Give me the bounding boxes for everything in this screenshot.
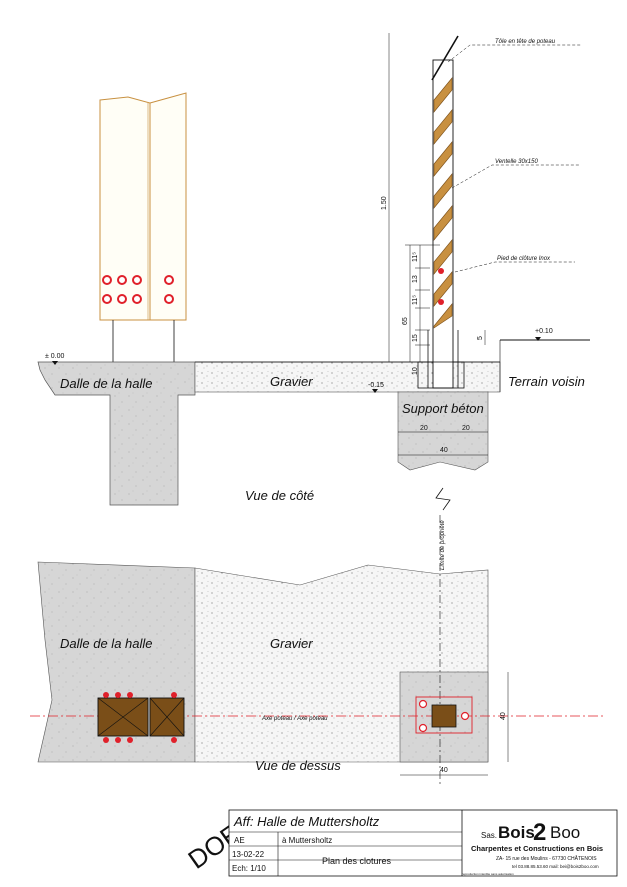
post-bolts <box>102 275 174 304</box>
axis-label: Axe poteau / Axe poteau <box>261 716 328 722</box>
plan-slab-label: Dalle de la halle <box>60 636 153 651</box>
company-fine-print: reproduction interdite sans autorisation <box>462 872 514 876</box>
support-label: Support béton <box>402 401 484 416</box>
dim-11a: 11⁵ <box>412 252 419 262</box>
company-name-a: Bois <box>498 823 535 842</box>
company-name-b: 2 <box>533 819 546 846</box>
dim-5: 5 <box>477 336 484 340</box>
note-cap: Tôle en tête de poteau <box>495 39 556 45</box>
neighbor-label: Terrain voisin <box>508 374 585 389</box>
company-name-c: Boo <box>550 823 580 842</box>
project-name: Aff: Halle de Muttersholtz <box>233 814 380 829</box>
concrete-support <box>397 391 489 471</box>
drawing-title: Plan des clotures <box>322 856 392 866</box>
level-m015: -0.15 <box>368 382 384 389</box>
side-gravel-label: Gravier <box>270 374 313 389</box>
dim-20a: 20 <box>420 425 428 432</box>
plan-view: Limite de propriété Axe poteau / Axe pot… <box>30 515 605 785</box>
gravel-band-side <box>194 361 501 393</box>
post-bases-plan <box>97 692 185 743</box>
company-address: ZA- 15 rue des Moulins - 67730 CHÂTENOIS <box>496 855 597 862</box>
dim-15: 15 <box>412 334 419 342</box>
side-view-caption: Vue de côté <box>245 488 314 503</box>
plan-view-caption: Vue de dessus <box>255 758 341 773</box>
dim-65: 65 <box>402 317 409 325</box>
plan-gravel-label: Gravier <box>270 636 313 651</box>
side-view: 1.50 65 11⁵ 13 11⁵ 15 10 5 20 20 40 ± 0.… <box>37 33 590 511</box>
fence-foot-plan <box>415 696 473 734</box>
scale: Ech: 1/10 <box>232 864 266 873</box>
dim-20b: 20 <box>462 425 470 432</box>
dim-10: 10 <box>412 367 419 375</box>
plan-dim-40-v: 40 <box>500 712 507 720</box>
note-foot: Pied de clôture Inox <box>497 256 551 262</box>
company-prefix: Sas. <box>481 831 497 840</box>
timber-post-right <box>149 92 187 321</box>
author: AE <box>234 836 245 845</box>
plan-dim-40-h: 40 <box>440 767 448 774</box>
dim-13a: 13 <box>412 275 419 283</box>
level-000: ± 0.00 <box>45 353 65 360</box>
company-contact: tel 03.88.85.53.60 mail: bei@bois2boo.co… <box>512 864 599 869</box>
dim-height: 1.50 <box>381 196 388 210</box>
side-slab-label: Dalle de la halle <box>60 376 153 391</box>
cap-plate <box>431 35 459 81</box>
company-tagline: Charpentes et Constructions en Bois <box>471 844 603 853</box>
dimension-lines <box>388 33 488 456</box>
date: 13-02-22 <box>232 850 265 859</box>
dim-40: 40 <box>440 447 448 454</box>
dim-11b: 11⁵ <box>412 295 419 305</box>
level-010: +0.10 <box>535 328 553 335</box>
timber-post <box>99 96 151 321</box>
note-slat: Ventelle 30x150 <box>495 159 538 165</box>
slats <box>433 77 453 329</box>
property-line-label: Limite de propriété <box>440 520 446 570</box>
break-symbol <box>435 487 451 511</box>
title-block: DOE Aff: Halle de Muttersholtz à Mutters… <box>182 809 618 877</box>
project-location: à Muttersholtz <box>282 836 332 845</box>
